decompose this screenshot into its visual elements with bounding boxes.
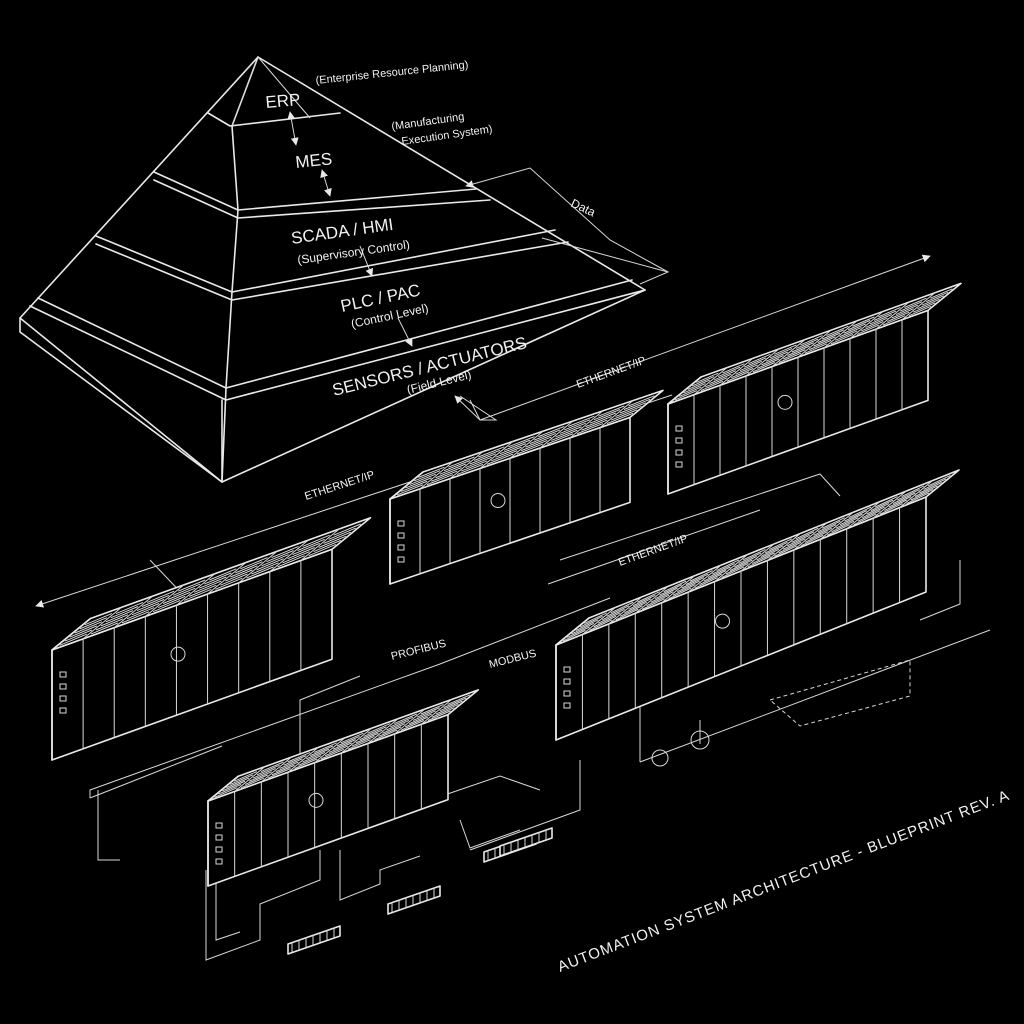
data-flow: Data <box>465 167 670 285</box>
profibus-label: PROFIBUS <box>390 638 447 663</box>
ethernet-ip-label-2: ETHERNET/IP <box>303 469 376 503</box>
diagram-title: AUTOMATION SYSTEM ARCHITECTURE - BLUEPRI… <box>555 787 1012 976</box>
level-erp-note: (Enterprise Resource Planning) <box>315 59 469 87</box>
level-erp: ERP <box>265 90 301 112</box>
plc-rack-center <box>389 389 664 585</box>
io-terminal-block-4 <box>499 827 553 857</box>
io-terminal-block-2 <box>387 885 441 915</box>
plc-rack-left <box>51 516 372 761</box>
plc-rack-top-right <box>667 282 962 495</box>
io-terminal-block-1 <box>287 925 341 955</box>
plc-rack-bottom <box>207 689 480 887</box>
plc-racks <box>51 282 962 955</box>
ethernet-ip-label-1: ETHERNET/IP <box>575 355 647 391</box>
automation-pyramid: ERP (Enterprise Resource Planning) MES (… <box>19 56 646 483</box>
modbus-label: MODBUS <box>488 648 538 671</box>
plc-rack-right <box>555 469 960 741</box>
level-mes: MES <box>294 149 333 172</box>
